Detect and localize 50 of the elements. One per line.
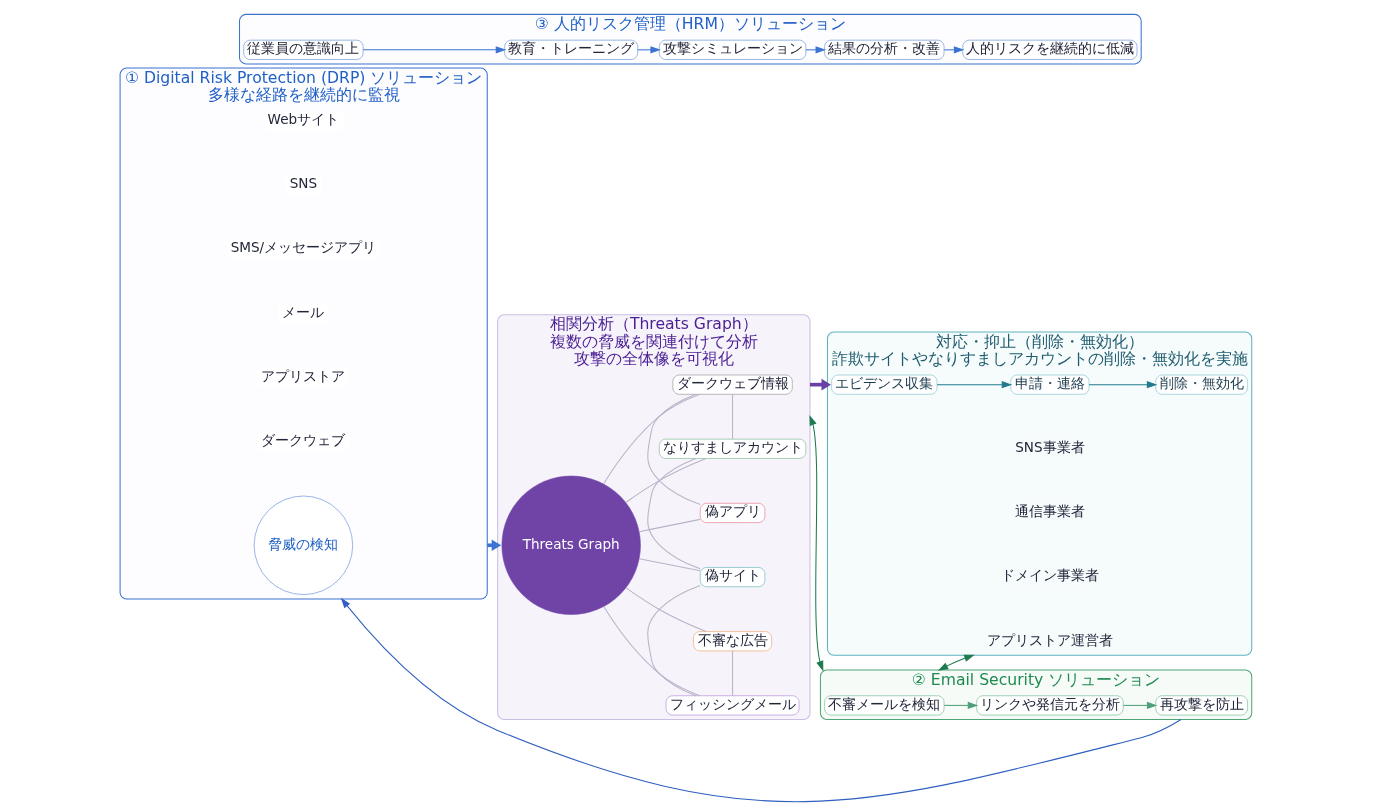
node-text: Webサイト xyxy=(267,111,339,128)
arrow xyxy=(340,597,1182,802)
arrow xyxy=(1122,701,1157,710)
node-text: 通信事業者 xyxy=(1014,503,1085,520)
node-box: なりすましアカウント xyxy=(658,438,806,459)
connector xyxy=(646,584,701,697)
arrow xyxy=(943,46,964,54)
node-box: 偽アプリ xyxy=(699,503,765,523)
node-box: 教育・トレーニング xyxy=(503,39,638,60)
node-box: フィッシングメール xyxy=(665,695,799,716)
arrow xyxy=(805,46,826,54)
node-box: 偽サイト xyxy=(699,567,765,587)
node-box: 従業員の意識向上 xyxy=(242,39,363,60)
connector xyxy=(602,606,700,697)
node-text: メール xyxy=(281,303,324,320)
connector xyxy=(624,458,707,503)
node-box: 結果の分析・改善 xyxy=(823,39,944,60)
connector xyxy=(638,518,701,533)
node-box: 攻撃シミュレーション xyxy=(658,39,806,60)
node-text: SNS xyxy=(289,175,317,192)
node-text: SNS事業者 xyxy=(1014,439,1085,456)
node-box: リンクや発信元を分析 xyxy=(975,695,1123,716)
node-text: ダークウェブ xyxy=(260,431,345,448)
connector xyxy=(625,587,707,633)
connector xyxy=(646,393,701,506)
node-box: 再攻撃を防止 xyxy=(1155,695,1248,716)
arrow xyxy=(1088,381,1157,389)
node-text: アプリストア xyxy=(260,367,345,384)
connector xyxy=(602,393,700,485)
node-box: 不審メールを検知 xyxy=(823,695,944,716)
node-box: エビデンス収集 xyxy=(830,374,937,395)
node-box: 削除・無効化 xyxy=(1155,374,1248,395)
node-text: アプリストア運営者 xyxy=(986,631,1113,648)
node-box: ダークウェブ情報 xyxy=(672,374,793,395)
connector xyxy=(646,457,701,570)
node-box: 申請・連絡 xyxy=(1010,374,1089,395)
arrow xyxy=(943,701,978,710)
connector xyxy=(731,393,733,440)
node-box: 不審な広告 xyxy=(692,631,772,652)
arrow xyxy=(362,46,506,54)
node-circle: Threats Graph xyxy=(501,475,641,615)
connector xyxy=(638,558,701,572)
node-text: SMS/メッセージアプリ xyxy=(230,239,376,256)
arrow xyxy=(937,654,975,671)
node-box: 人的リスクを継続的に低減 xyxy=(962,39,1137,60)
arrow xyxy=(936,381,1012,389)
connector xyxy=(731,650,733,697)
arrow xyxy=(808,415,823,672)
node-text: ドメイン事業者 xyxy=(1000,567,1099,584)
node-circle: 脅威の検知 xyxy=(253,495,353,595)
